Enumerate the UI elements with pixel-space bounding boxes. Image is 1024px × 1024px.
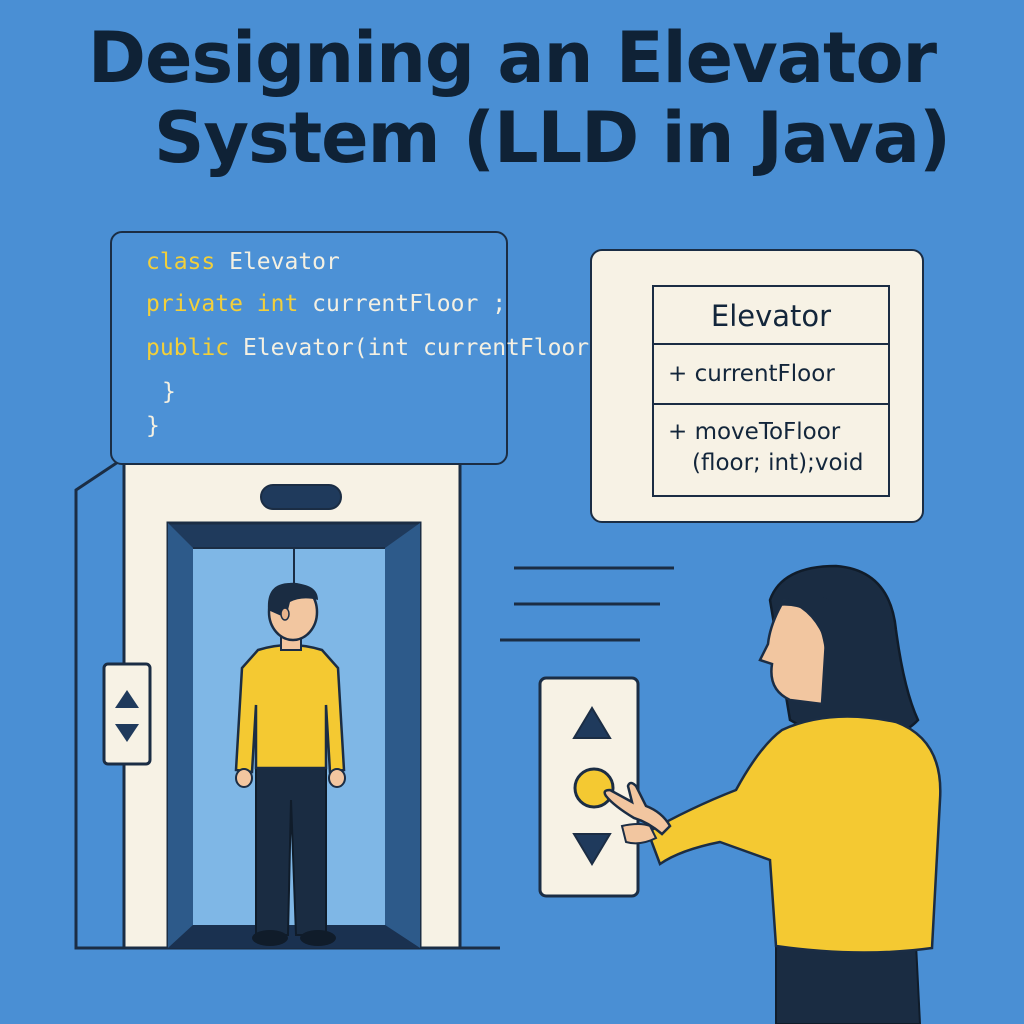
uml-attribute: + currentFloor	[654, 345, 888, 405]
down-arrow-icon[interactable]	[572, 833, 612, 866]
uml-class-name: Elevator	[654, 287, 888, 345]
code-line-5: }	[146, 413, 160, 439]
call-button[interactable]	[573, 767, 615, 809]
down-arrow-icon[interactable]	[115, 724, 139, 742]
code-panel: class Elevator private int currentFloor …	[110, 231, 617, 465]
uml-card: Elevator + currentFloor + moveToFloor (f…	[590, 249, 924, 523]
side-call-panel[interactable]	[102, 662, 152, 766]
code-line-1: class Elevator	[146, 249, 340, 275]
code-line-3: public Elevator(int currentFloor )	[146, 335, 617, 361]
title-line-2: System (LLD in Java)	[154, 97, 951, 179]
code-line-4: }	[162, 379, 176, 405]
man-figure	[234, 582, 346, 946]
up-arrow-icon[interactable]	[115, 690, 139, 708]
woman-figure	[603, 564, 942, 1024]
page-title: Designing an Elevator System (LLD in Jav…	[0, 18, 1024, 178]
title-line-1: Designing an Elevator	[87, 17, 937, 99]
uml-class-box: Elevator + currentFloor + moveToFloor (f…	[652, 285, 890, 497]
uml-method: + moveToFloor (floor; int);void	[668, 417, 864, 479]
floor-indicator	[260, 484, 342, 510]
uml-method-line-1: + moveToFloor	[668, 419, 841, 445]
up-arrow-icon[interactable]	[572, 706, 612, 739]
uml-method-line-2: (floor; int);void	[692, 450, 864, 476]
code-line-2: private int currentFloor ;	[146, 291, 507, 317]
